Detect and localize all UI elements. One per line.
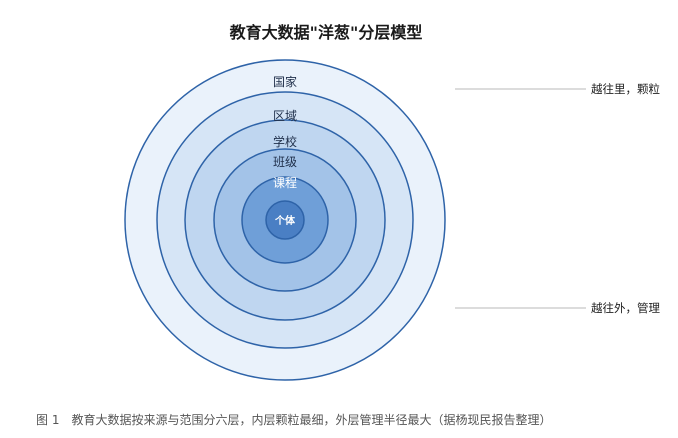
label-regional: 区域 <box>273 109 297 123</box>
label-course: 课程 <box>273 175 297 190</box>
ring-individual <box>265 200 305 240</box>
label-individual: 个体 <box>274 214 296 227</box>
note-bottom: 越往外，管理 <box>591 301 660 315</box>
ring-labels: 国家 区域 学校 班级 课程 个体 <box>273 74 297 227</box>
figure-caption: 图 1 教育大数据按来源与范围分六层，内层颗粒最细，外层管理半径最大（据杨现民报… <box>36 412 551 427</box>
note-top: 越往里，颗粒 <box>591 82 660 96</box>
diagram-title: 教育大数据"洋葱"分层模型 <box>230 23 423 42</box>
side-notes: 越往里，颗粒 越往外，管理 <box>455 82 660 315</box>
onion-rings <box>124 59 446 381</box>
label-class: 班级 <box>273 155 297 169</box>
label-national: 国家 <box>273 74 297 89</box>
label-school: 学校 <box>273 134 297 149</box>
